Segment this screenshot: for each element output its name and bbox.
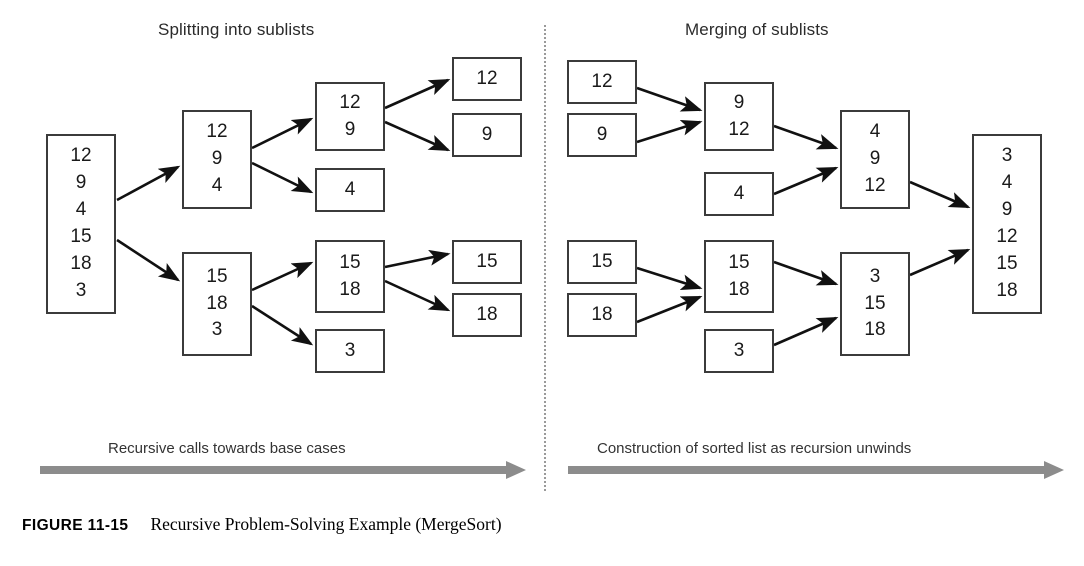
list-cell: 15 [996,252,1018,274]
arrow-merged31518-to-final [909,248,971,277]
list-cell: 12 [996,226,1018,247]
arrow-single4-to-merged4912 [773,166,839,196]
arrow-lower-half-to-pair [251,261,314,292]
list-cell: 9 [869,148,881,170]
list-cell: 15 [70,226,92,247]
arrow-pair-to-leaf-18 [384,279,451,312]
list-cell: 18 [206,292,228,314]
list-cell: 9 [481,123,493,145]
list-cell: 18 [476,303,498,325]
list-cell: 9 [733,91,745,113]
split-box-upper-pair: 12 9 [315,82,385,151]
list-cell: 15 [591,250,613,272]
merge-box-15-18: 15 18 [704,240,774,313]
list-cell: 9 [596,123,608,145]
list-cell: 9 [211,148,223,170]
arrow-merged4912-to-final [909,180,971,209]
split-box-upper-half: 12 9 4 [182,110,252,209]
list-cell: 3 [75,279,87,301]
list-cell: 3 [733,339,745,361]
gray-arrow-right-icon [568,461,1064,479]
arrow-upper-half-to-single-4 [251,161,314,194]
process-label-recursive-calls: Recursive calls towards base cases [108,440,346,457]
merge-box-final-sorted: 3 4 9 12 15 18 [972,134,1042,314]
arrow-upper-half-to-pair [251,117,314,150]
list-cell: 4 [1001,172,1013,194]
merge-box-single-4: 4 [704,172,774,216]
list-cell: 18 [70,252,92,274]
arrow-leaf18-to-merged-15-18 [636,295,703,324]
phase-divider [544,25,546,493]
list-cell: 12 [591,70,613,92]
split-box-root: 12 9 4 15 18 3 [46,134,116,314]
arrow-merged912-to-merged4912 [773,124,839,150]
split-box-lower-pair: 15 18 [315,240,385,313]
heading-splitting-into-sublists: Splitting into sublists [158,20,315,39]
list-cell: 3 [211,319,223,341]
arrow-root-to-lower-half [116,238,181,282]
list-cell: 18 [339,278,361,300]
merge-box-9-12: 9 12 [704,82,774,151]
list-cell: 12 [864,174,886,196]
list-cell: 12 [206,121,228,143]
list-cell: 18 [591,303,613,325]
list-cell: 12 [476,67,498,89]
list-cell: 4 [869,121,881,143]
list-cell: 15 [864,292,886,314]
split-box-leaf-15: 15 [452,240,522,284]
list-cell: 3 [1001,145,1013,167]
list-cell: 9 [1001,199,1013,221]
arrow-lower-half-to-single-3 [251,304,314,346]
arrow-pair-to-leaf-15 [384,249,451,269]
split-box-lower-half: 15 18 3 [182,252,252,356]
arrow-single3-to-merged31518 [773,316,839,347]
arrow-merged1518-to-merged31518 [773,260,839,286]
list-cell: 18 [728,278,750,300]
merge-box-4-9-12: 4 9 12 [840,110,910,209]
list-cell: 3 [344,339,356,361]
arrow-leaf15-to-merged-15-18 [636,266,703,291]
heading-merging-of-sublists: Merging of sublists [685,20,829,39]
merge-box-leaf-9: 9 [567,113,637,157]
list-cell: 18 [996,279,1018,301]
list-cell: 15 [339,251,361,273]
figure-caption-label: FIGURE 11-15 [22,517,129,534]
list-cell: 3 [869,265,881,287]
list-cell: 12 [728,118,750,140]
list-cell: 4 [75,199,87,221]
list-cell: 4 [211,174,223,196]
split-box-leaf-9: 9 [452,113,522,157]
arrow-pair-to-leaf-9 [384,120,451,152]
split-box-single-4: 4 [315,168,385,212]
split-box-leaf-12: 12 [452,57,522,101]
list-cell: 18 [864,319,886,341]
merge-box-leaf-15: 15 [567,240,637,284]
split-box-single-3: 3 [315,329,385,373]
merge-box-leaf-18: 18 [567,293,637,337]
arrow-root-to-upper-half [116,165,181,202]
list-cell: 12 [339,91,361,113]
list-cell: 12 [70,145,92,167]
list-cell: 9 [344,118,356,140]
list-cell: 15 [728,251,750,273]
figure-caption: FIGURE 11-15 Recursive Problem-Solving E… [22,514,1062,544]
list-cell: 9 [75,172,87,194]
list-cell: 4 [733,182,745,204]
split-box-leaf-18: 18 [452,293,522,337]
merge-box-3-15-18: 3 15 18 [840,252,910,356]
gray-arrow-left-icon [40,461,526,479]
figure-caption-text: Recursive Problem-Solving Example (Merge… [150,514,502,534]
list-cell: 4 [344,178,356,200]
process-label-construction-of-sorted-list: Construction of sorted list as recursion… [597,440,912,457]
list-cell: 15 [206,265,228,287]
arrow-leaf12-to-merged-9-12 [636,86,703,112]
list-cell: 15 [476,250,498,272]
merge-box-single-3: 3 [704,329,774,373]
arrow-pair-to-leaf-12 [384,78,451,110]
arrow-leaf9-to-merged-9-12 [636,119,703,144]
merge-box-leaf-12: 12 [567,60,637,104]
